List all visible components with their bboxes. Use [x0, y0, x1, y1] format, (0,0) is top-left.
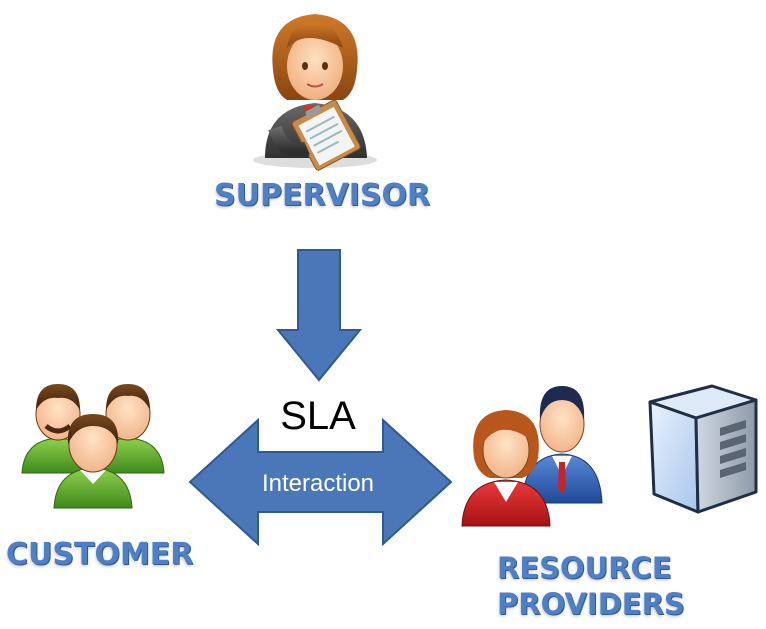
resource-providers-label-line1: RESOURCE: [497, 551, 672, 585]
interaction-double-arrow: [188, 418, 453, 546]
interaction-label: Interaction: [261, 470, 375, 497]
resource-providers-label-line2: PROVIDERS: [497, 587, 685, 621]
supervisor-label: SUPERVISOR: [214, 178, 431, 213]
customer-label: CUSTOMER: [6, 537, 194, 572]
down-arrow: [275, 249, 363, 382]
server-icon: [648, 384, 758, 514]
customer-group-icon: [21, 384, 165, 509]
resource-providers-label: RESOURCE PROVIDERS: [497, 550, 685, 622]
resource-providers-icon: [461, 386, 603, 527]
supervisor-icon: [253, 14, 377, 171]
sla-label: SLA: [280, 394, 356, 438]
